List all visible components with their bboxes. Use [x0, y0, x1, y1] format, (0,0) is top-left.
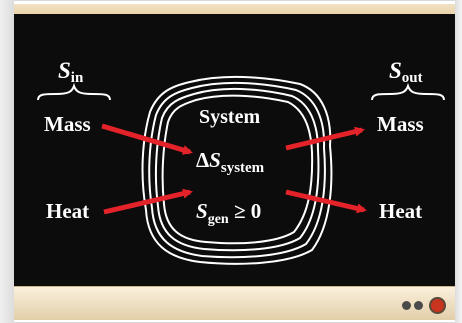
- s-gen-inequality: Sgen ≥ 0: [196, 199, 261, 228]
- mass-in-label: Mass: [44, 112, 91, 136]
- home-button-icon[interactable]: [429, 297, 446, 314]
- flow-arrows: [101, 123, 367, 215]
- delta-subscript: system: [220, 160, 265, 177]
- heat-out-arrow: [285, 189, 367, 214]
- system-title: System: [199, 106, 261, 128]
- delta-variable: S: [209, 148, 221, 172]
- s-out-subscript: out: [401, 70, 423, 87]
- left-rail: [0, 0, 14, 323]
- mass-in-arrow: [101, 123, 193, 155]
- right-rail: [455, 0, 462, 323]
- system-boundary: [141, 75, 333, 265]
- mass-out-arrow: [285, 126, 365, 151]
- gen-subscript: gen: [207, 212, 229, 228]
- diagram-panel: [14, 14, 455, 286]
- heat-in-label: Heat: [46, 199, 90, 223]
- gen-variable: S: [196, 199, 208, 223]
- s-in-symbol: S: [58, 58, 71, 83]
- right-brace: [371, 82, 445, 101]
- s-in-label: Sin: [58, 58, 83, 87]
- heat-out-label: Heat: [379, 199, 423, 223]
- bottom-bar: [14, 286, 455, 320]
- left-brace: [37, 82, 111, 101]
- s-in-subscript: in: [70, 70, 84, 87]
- delta-symbol: Δ: [196, 148, 210, 172]
- delta-s-system: ΔSsystem: [196, 148, 264, 177]
- nav-prev-dot-icon[interactable]: [402, 301, 411, 310]
- gen-relation: ≥ 0: [228, 199, 262, 223]
- s-out-symbol: S: [389, 58, 402, 83]
- s-out-label: Sout: [389, 58, 423, 87]
- top-bar: [14, 4, 455, 14]
- mass-out-label: Mass: [377, 112, 424, 136]
- nav-next-dot-icon[interactable]: [414, 301, 423, 310]
- heat-in-arrow: [103, 188, 193, 215]
